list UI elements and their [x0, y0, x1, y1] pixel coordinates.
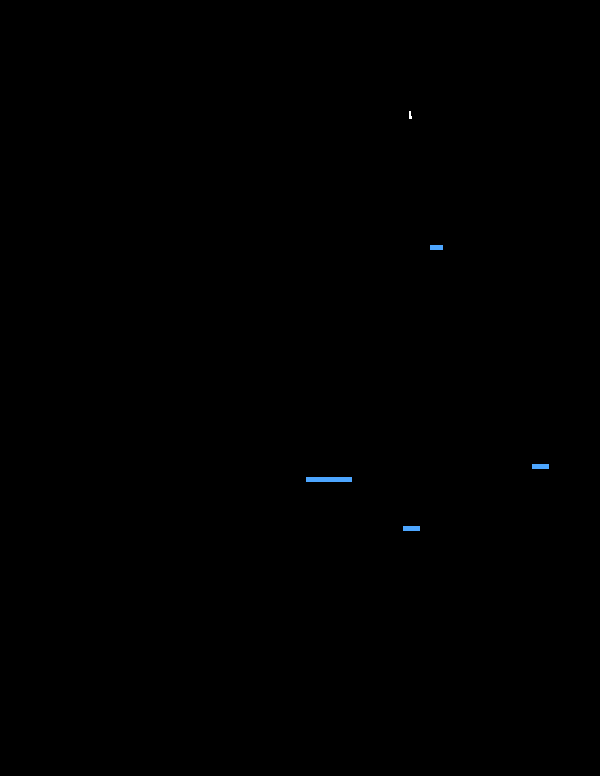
mouse-cursor	[409, 111, 412, 119]
document-link-2[interactable]	[306, 477, 352, 482]
document-link-3[interactable]	[532, 464, 549, 469]
document-link-4[interactable]	[403, 526, 420, 531]
document-link-1[interactable]	[430, 245, 443, 250]
